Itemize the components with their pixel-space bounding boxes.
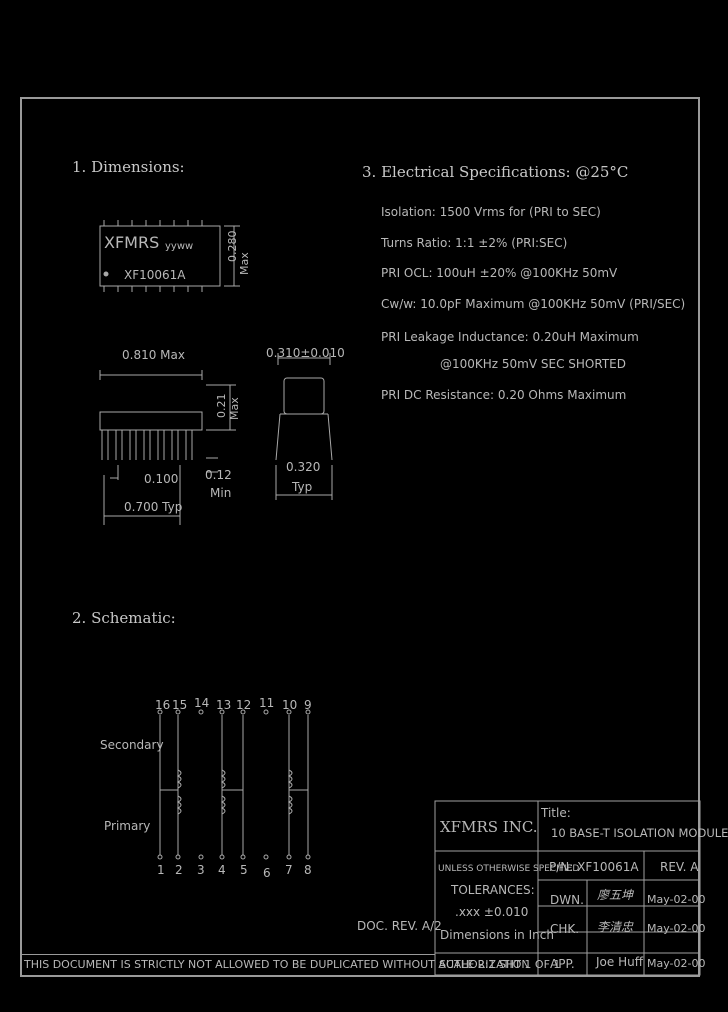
lead-span-label: 0.320	[286, 460, 321, 474]
app-name: Joe Huff	[596, 955, 643, 969]
scale-sheet: SCALE 2:1 SHT 1 OF 1	[439, 958, 561, 971]
spec-line: Isolation: 1500 Vrms for (PRI to SEC)	[381, 205, 601, 219]
schematic-heading: 2. Schematic:	[72, 609, 176, 627]
dimensions-heading: 1. Dimensions:	[72, 158, 185, 176]
pin-label: 13	[216, 698, 232, 712]
dimensions-unit: Dimensions in Inch	[440, 928, 554, 942]
chk-name: 李清忠	[597, 920, 634, 934]
pin-label: 8	[304, 863, 312, 877]
pin-label: 6	[263, 866, 271, 880]
module-title: 10 BASE-T ISOLATION MODULE	[551, 826, 728, 840]
lead-span-unit: Typ	[292, 480, 313, 494]
chip-part-marking: XF10061A	[124, 268, 186, 282]
unless-specified: UNLESS OTHERWISE SPECIFIED	[438, 864, 580, 874]
part-number: P/N: XF10061A	[549, 860, 639, 874]
dwn-date: May-02-00	[647, 893, 706, 906]
drawing-sheet-border	[20, 97, 700, 977]
pin-label: 14	[194, 696, 210, 710]
dwn-label: DWN.	[550, 893, 584, 907]
electrical-heading: 3. Electrical Specifications: @25°C	[362, 163, 629, 181]
company-name: XFMRS INC.	[440, 818, 538, 836]
chip-brand-marking: XFMRS	[104, 233, 160, 252]
tolerance-value: .xxx ±0.010	[455, 905, 529, 919]
spec-line: Turns Ratio: 1:1 ±2% (PRI:SEC)	[381, 236, 568, 250]
secondary-label: Secondary	[100, 738, 164, 752]
title-label: Title:	[541, 806, 571, 820]
revision: REV. A	[660, 860, 699, 874]
width-tolerance-label: 0.310±0.010	[266, 346, 345, 360]
standoff-label: 0.12	[205, 468, 232, 482]
pin-label: 2	[175, 863, 183, 877]
row-span-label: 0.700 Typ	[124, 500, 183, 514]
dwn-name: 廖五坤	[597, 888, 634, 902]
doc-revision: DOC. REV. A/2	[357, 919, 442, 933]
spec-line: @100KHz 50mV SEC SHORTED	[440, 357, 626, 371]
disclaimer-divider	[20, 954, 435, 955]
tolerances-label: TOLERANCES:	[451, 883, 535, 897]
pin-label: 7	[285, 863, 293, 877]
pin-label: 3	[197, 863, 205, 877]
chip-date-code: yyww	[165, 241, 194, 252]
pin-label: 11	[259, 696, 275, 710]
spec-line: PRI OCL: 100uH ±20% @100KHz 50mV	[381, 266, 618, 280]
pin-label: 16	[155, 698, 171, 712]
standoff-unit: Min	[210, 486, 232, 500]
pin-label: 15	[172, 698, 188, 712]
chk-date: May-02-00	[647, 922, 706, 935]
chip-side-view-body	[99, 411, 203, 431]
chk-label: CHK.	[550, 922, 580, 936]
app-date: May-02-00	[647, 957, 706, 970]
length-label: 0.810 Max	[122, 348, 185, 362]
pin-label: 12	[236, 698, 252, 712]
app-label: APP.	[550, 957, 575, 971]
spec-line: Cw/w: 10.0pF Maximum @100KHz 50mV (PRI/S…	[381, 297, 686, 311]
pin-label: 10	[282, 698, 298, 712]
pitch-label: 0.100	[144, 472, 179, 486]
pin-label: 5	[240, 863, 248, 877]
disclaimer-text: THIS DOCUMENT IS STRICTLY NOT ALLOWED TO…	[24, 958, 530, 971]
spec-line: PRI Leakage Inductance: 0.20uH Maximum	[381, 330, 639, 344]
pin-label: 9	[304, 698, 312, 712]
pin-label: 1	[157, 863, 165, 877]
primary-label: Primary	[104, 819, 151, 833]
spec-line: PRI DC Resistance: 0.20 Ohms Maximum	[381, 388, 627, 402]
pin-label: 4	[218, 863, 226, 877]
